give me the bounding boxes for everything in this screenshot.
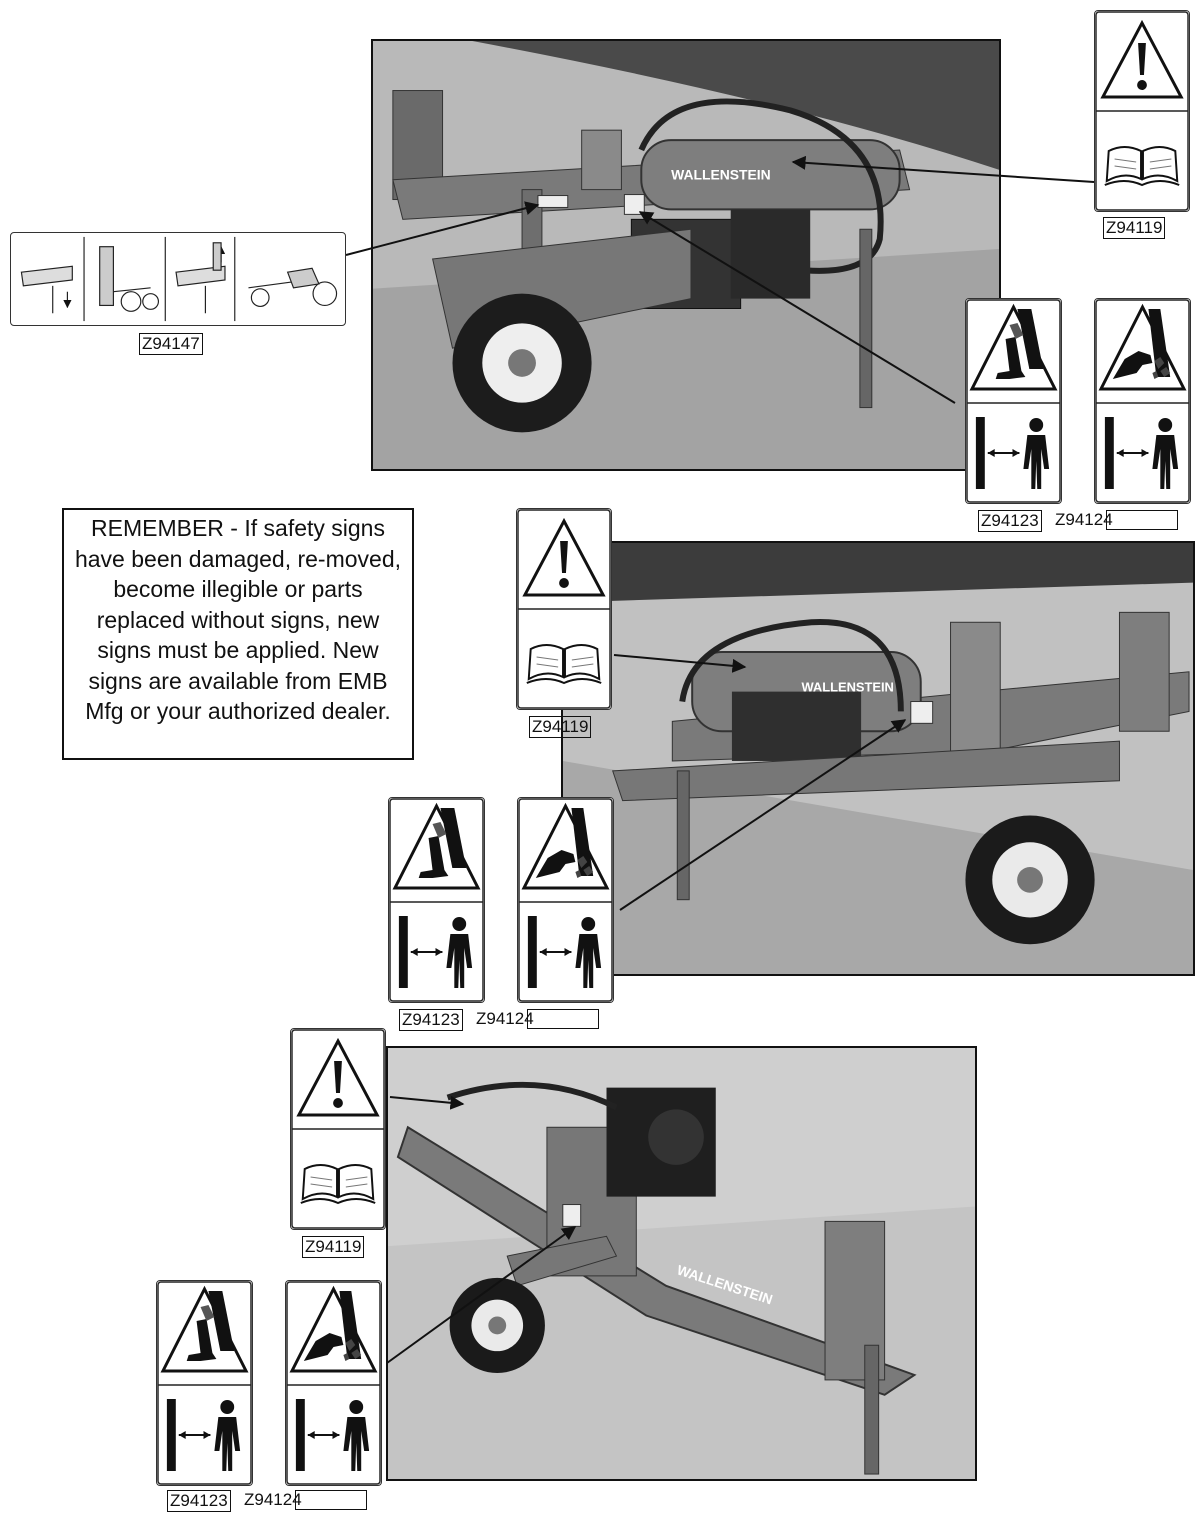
decal-code-box-top	[1106, 510, 1178, 530]
photo-log-splitter-side-view: WALLENSTEIN	[371, 39, 1001, 471]
photo-log-splitter-rear-view: WALLENSTEIN	[561, 541, 1195, 976]
brand-label: WALLENSTEIN	[671, 167, 771, 183]
decal-code-z94119-top: Z94119	[1103, 217, 1166, 239]
pinch-hazard-decal-top	[1094, 298, 1191, 504]
decal-code-box-bottom	[295, 1490, 367, 1510]
decal-code-z94124-middle: Z94124	[476, 1009, 534, 1028]
pinch-hazard-decal-bottom	[285, 1280, 382, 1486]
decal-code-z94119-middle: Z94119	[529, 716, 592, 738]
brand-label-2: WALLENSTEIN	[801, 680, 893, 695]
photo-log-splitter-front-view: WALLENSTEIN	[386, 1046, 977, 1481]
remember-safety-note: REMEMBER - If safety signs have been dam…	[62, 508, 414, 760]
decal-code-z94123-bottom: Z94123	[167, 1490, 231, 1512]
warning-read-manual-decal-top	[1094, 10, 1190, 212]
pinch-hazard-decal-middle	[517, 797, 614, 1003]
decal-code-z94124-bottom: Z94124	[244, 1490, 302, 1509]
decal-code-z94123-top: Z94123	[978, 510, 1042, 532]
decal-code-z94147: Z94147	[139, 333, 203, 355]
warning-read-manual-decal-middle	[516, 508, 612, 710]
crush-hazard-decal-bottom	[156, 1280, 253, 1486]
crush-hazard-decal-top	[965, 298, 1062, 504]
warning-read-manual-decal-bottom	[290, 1028, 386, 1230]
decal-code-z94119-bottom: Z94119	[302, 1236, 365, 1258]
decal-code-box-middle	[527, 1009, 599, 1029]
decal-code-z94123-middle: Z94123	[399, 1009, 463, 1031]
operating-instructions-decal	[10, 232, 346, 326]
crush-hazard-decal-middle	[388, 797, 485, 1003]
decal-code-z94124-top: Z94124	[1055, 510, 1113, 529]
